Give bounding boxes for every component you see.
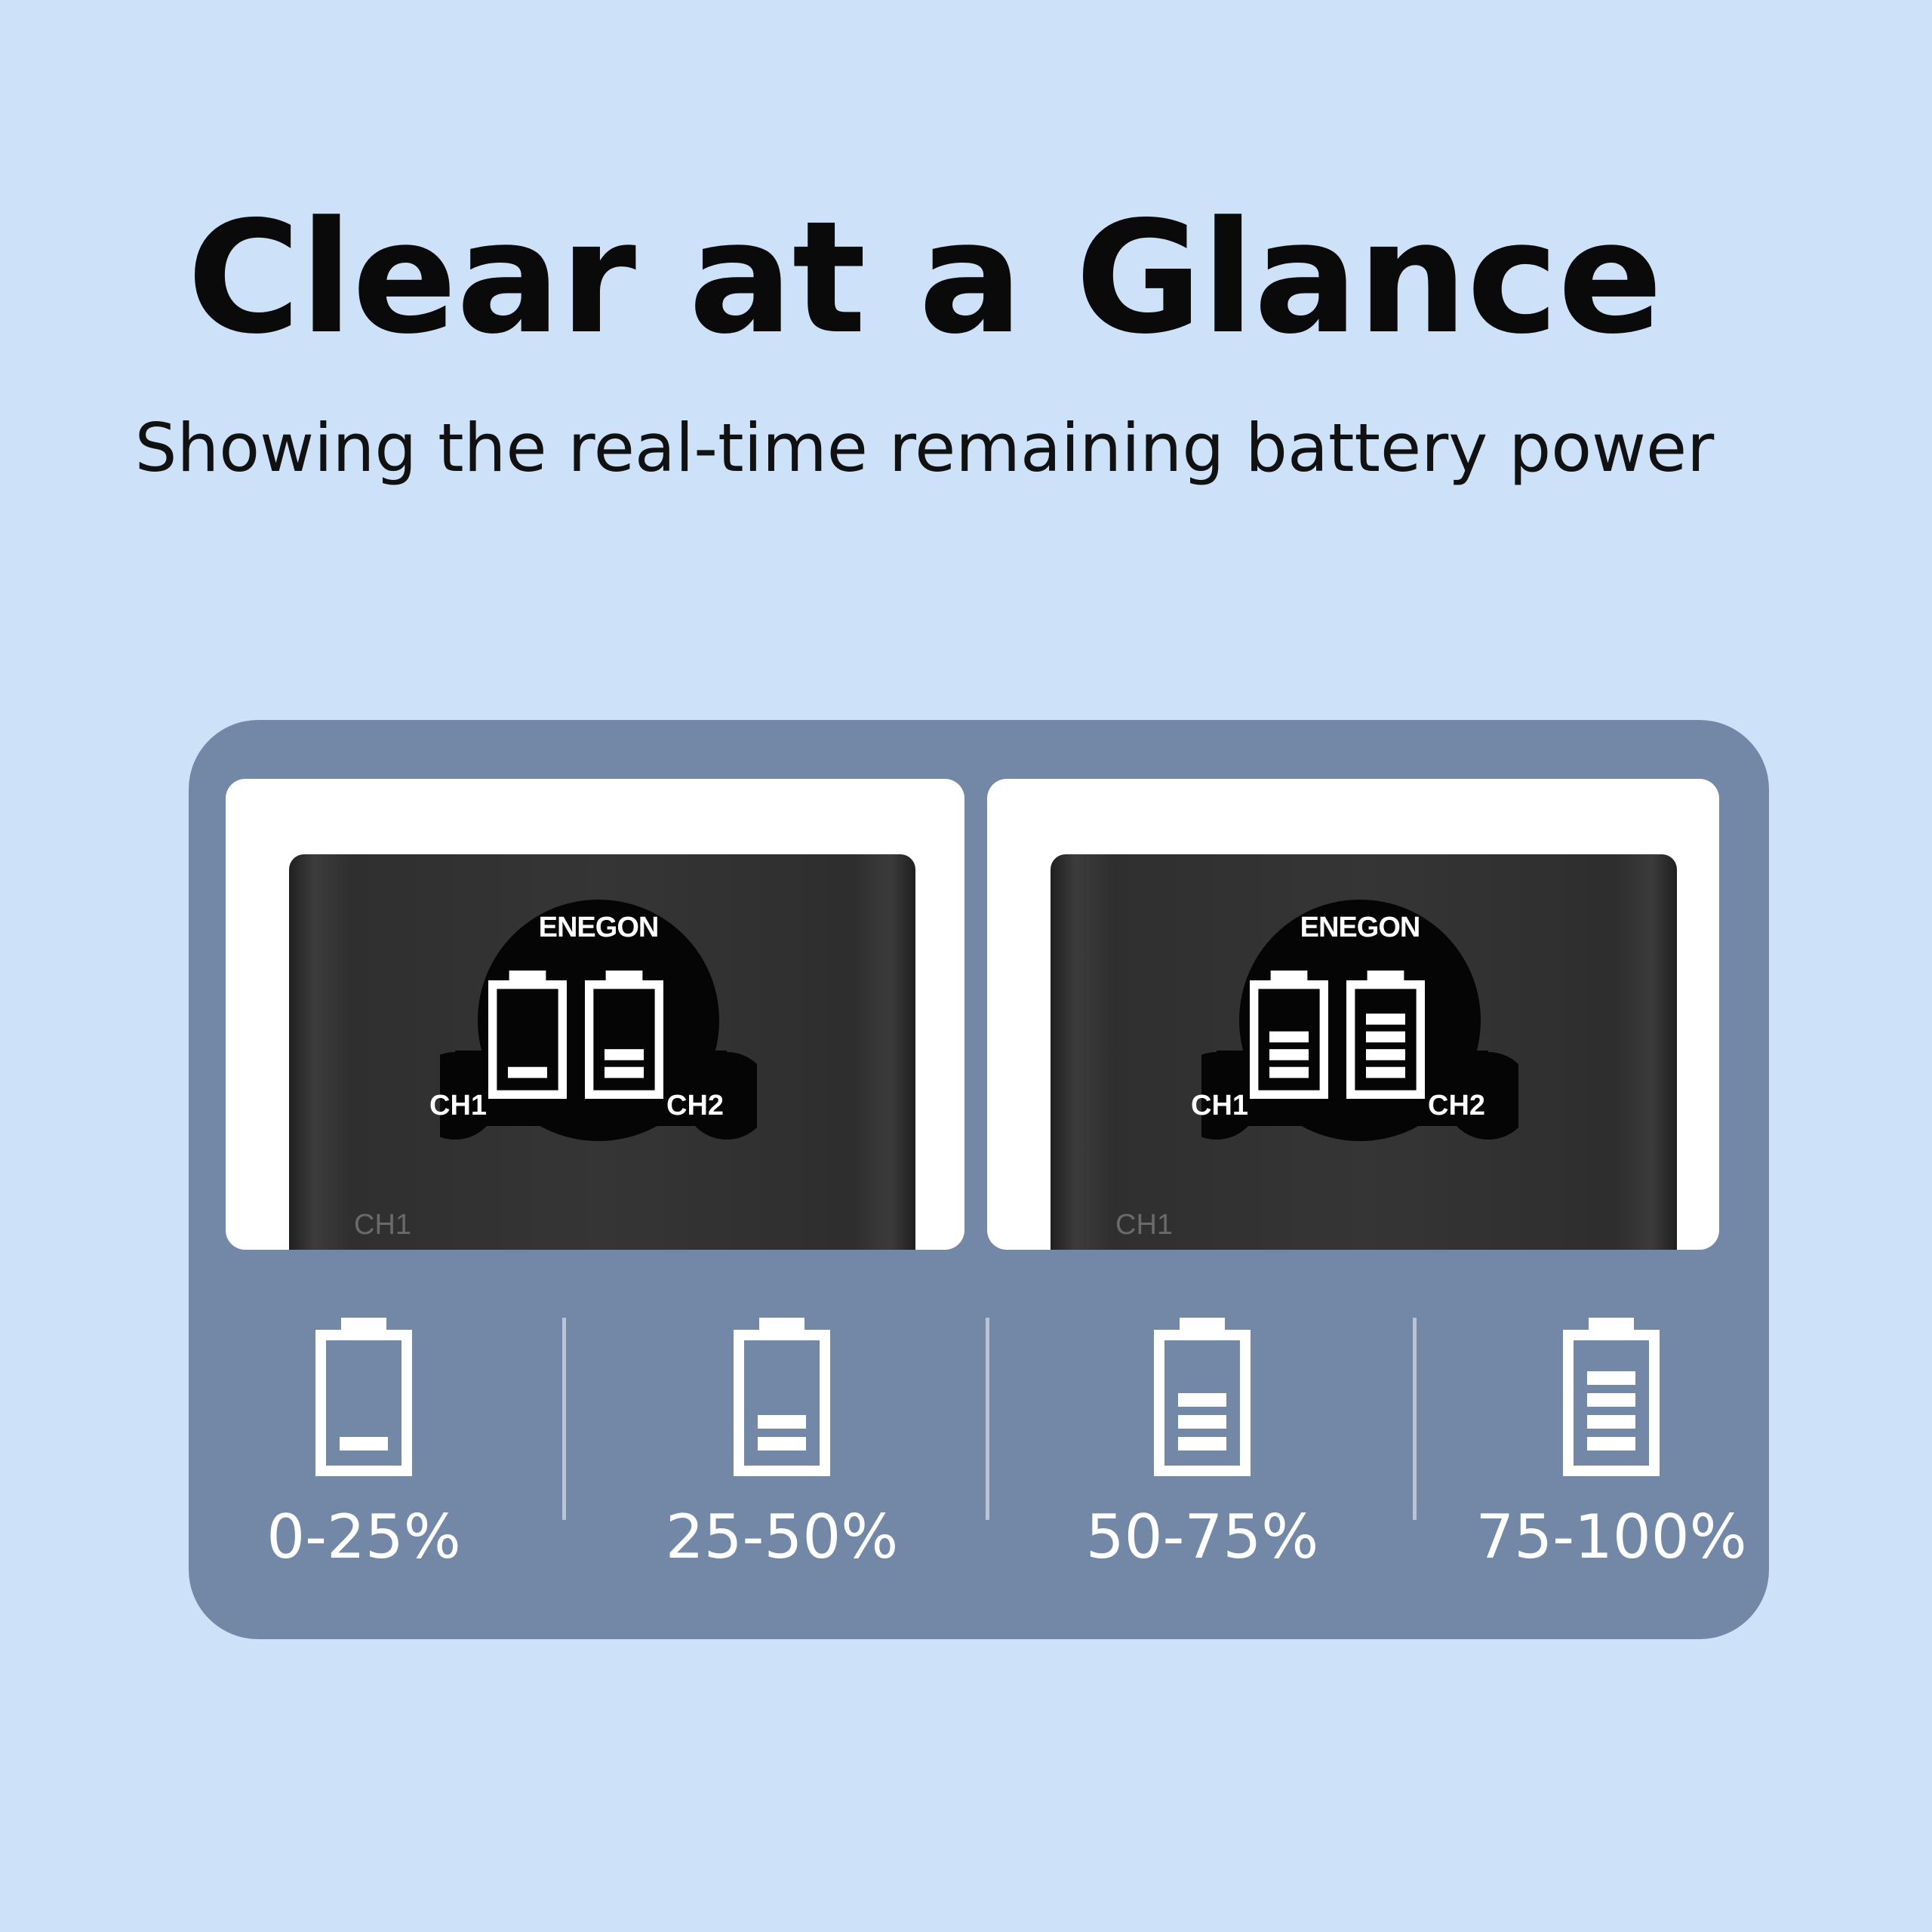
ch1-label: CH1 [1191,1090,1249,1121]
charger-device: ENEGON CH1 CH2 CH1 [289,854,915,1250]
legend-label: 75-100% [1475,1502,1747,1572]
page-title: Clear at a Glance [186,189,1663,368]
brand-logo: ENEGON [1300,912,1421,943]
battery-bar [1269,1049,1309,1060]
charger-device: ENEGON CH1 CH2 CH1 [1051,854,1677,1250]
battery-outline [585,980,663,1099]
battery-outline [1154,1330,1251,1476]
ch2-battery-icon [585,971,663,1099]
legend-item-0-25: 0-25% [168,1318,560,1574]
battery-level-1-icon [315,1318,412,1476]
battery-bar [508,1066,547,1078]
legend-label: 0-25% [266,1502,461,1572]
battery-level-2-icon [734,1318,830,1476]
battery-level-panel: ENEGON CH1 CH2 CH1 ENEGON CH1 [189,720,1769,1639]
battery-outline [734,1330,830,1476]
battery-level-4-icon [1563,1318,1660,1476]
battery-cap [605,971,643,982]
legend-label: 25-50% [665,1502,899,1572]
battery-bar [1587,1371,1635,1385]
charger-photo-high: ENEGON CH1 CH2 CH1 [987,779,1719,1250]
ch1-battery-icon [488,971,567,1099]
legend-item-75-100: 75-100% [1415,1318,1807,1574]
charger-display: ENEGON CH1 CH2 [1191,900,1518,1171]
battery-bar [1366,1066,1405,1078]
battery-bar [1269,1066,1309,1078]
battery-cap [759,1318,804,1331]
battery-bar [605,1049,644,1060]
battery-bar [1366,1031,1405,1043]
battery-bar [758,1415,806,1429]
battery-outline [1250,980,1328,1099]
ch2-battery-icon [1346,971,1425,1099]
battery-bar [1366,1014,1405,1025]
ch2-label: CH2 [1428,1090,1486,1121]
battery-cap [1589,1318,1634,1331]
battery-bar [1178,1393,1226,1407]
battery-cap [1180,1318,1225,1331]
battery-outline [488,980,567,1099]
ch1-label: CH1 [429,1090,488,1121]
legend-item-25-50: 25-50% [586,1318,978,1574]
ch2-label: CH2 [666,1090,724,1121]
page-subtitle: Showing the real-time remaining battery … [134,409,1715,487]
battery-cap [341,1318,386,1331]
charger-display: ENEGON CH1 CH2 [429,900,757,1171]
battery-outline [1563,1330,1660,1476]
battery-bar [605,1066,644,1078]
battery-level-3-icon [1154,1318,1251,1476]
legend-divider [1413,1318,1417,1520]
device-ch1-label: CH1 [1115,1209,1174,1241]
battery-bar [1587,1437,1635,1451]
charger-photo-low: ENEGON CH1 CH2 CH1 [226,779,964,1250]
legend-item-50-75: 50-75% [1006,1318,1398,1574]
battery-bar [1587,1393,1635,1407]
legend-label: 50-75% [1085,1502,1319,1572]
battery-bar [340,1437,388,1451]
battery-bar [1366,1049,1405,1060]
battery-outline [315,1330,412,1476]
battery-cap [1367,971,1404,982]
battery-bar [1178,1415,1226,1429]
legend-divider [562,1318,566,1520]
ch1-battery-icon [1250,971,1328,1099]
battery-bar [1178,1437,1226,1451]
battery-bar [758,1437,806,1451]
device-ch1-label: CH1 [354,1209,412,1241]
battery-bar [1269,1031,1309,1043]
battery-cap [509,971,546,982]
battery-outline [1346,980,1425,1099]
battery-cap [1270,971,1308,982]
battery-bar [1587,1415,1635,1429]
display-blob-icon [1201,900,1518,1141]
legend-divider [986,1318,989,1520]
brand-logo: ENEGON [538,912,660,943]
